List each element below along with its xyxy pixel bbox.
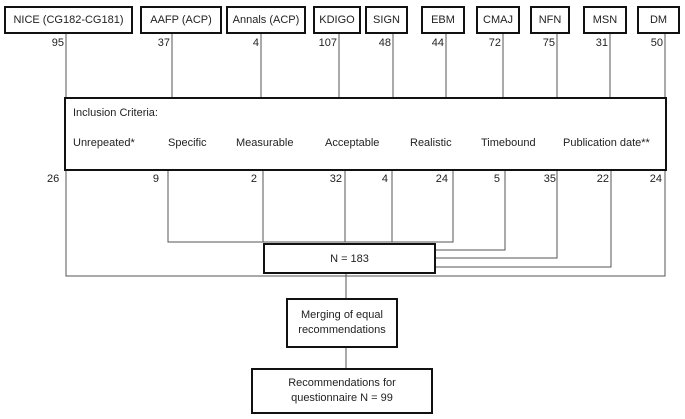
source-box-cmaj: CMAJ (476, 6, 520, 34)
retained-count: 32 (329, 173, 342, 185)
source-label: MSN (592, 14, 618, 26)
source-box-nice: NICE (CG182-CG181) (4, 6, 133, 34)
source-count: 48 (378, 37, 391, 49)
source-box-aafp: AAFP (ACP) (140, 6, 222, 34)
source-box-kdigo: KDIGO (313, 6, 361, 34)
criterion-acceptable: Acceptable (325, 137, 380, 149)
final-box: Recommendations for questionnaire N = 99 (251, 368, 433, 414)
source-label: CMAJ (483, 14, 513, 26)
source-box-msn: MSN (583, 6, 627, 34)
source-box-dm: DM (637, 6, 680, 34)
source-label: DM (649, 14, 668, 26)
source-box-annals: Annals (ACP) (226, 6, 306, 34)
merge-box: Merging of equal recommendations (286, 298, 398, 348)
criterion-specific: Specific (168, 137, 207, 149)
source-count: 72 (488, 37, 501, 49)
retained-count: 5 (493, 173, 500, 185)
inclusion-criteria-box: Inclusion Criteria: Unrepeated* Specific… (64, 97, 667, 171)
retained-count: 24 (435, 173, 448, 185)
retained-count: 24 (649, 173, 662, 185)
source-label: NICE (CG182-CG181) (13, 14, 124, 26)
criterion-publication-date: Publication date** (563, 137, 650, 149)
merge-label: Merging of equal recommendations (298, 309, 386, 336)
criteria-title: Inclusion Criteria: (73, 107, 158, 119)
retained-count: 4 (381, 173, 388, 185)
total-box: N = 183 (263, 243, 436, 274)
connector (436, 171, 558, 259)
source-count: 95 (51, 37, 64, 49)
source-label: KDIGO (319, 14, 355, 26)
criterion-realistic: Realistic (410, 137, 452, 149)
source-count: 4 (252, 37, 259, 49)
connector (167, 171, 350, 243)
retained-count: 2 (250, 173, 257, 185)
source-label: EBM (431, 14, 455, 26)
source-count: 44 (431, 37, 444, 49)
criterion-timebound: Timebound (481, 137, 536, 149)
total-label: N = 183 (330, 252, 369, 265)
source-label: AAFP (ACP) (150, 14, 212, 26)
source-label: NFN (538, 14, 562, 26)
criterion-unrepeated: Unrepeated* (73, 137, 135, 149)
source-box-sign: SIGN (365, 6, 408, 34)
retained-count: 35 (543, 173, 556, 185)
connector (436, 171, 506, 251)
connector (436, 171, 612, 268)
criterion-measurable: Measurable (236, 137, 294, 149)
retained-count: 26 (47, 173, 60, 185)
source-count: 75 (542, 37, 555, 49)
source-box-ebm: EBM (421, 6, 465, 34)
connector (350, 171, 454, 243)
retained-count: 9 (152, 173, 159, 185)
retained-count: 22 (596, 173, 609, 185)
connector (65, 171, 666, 277)
source-label: Annals (ACP) (232, 14, 300, 26)
source-box-nfn: NFN (530, 6, 570, 34)
final-label: Recommendations for questionnaire N = 99 (288, 377, 396, 404)
source-count: 107 (318, 37, 337, 49)
source-count: 31 (595, 37, 608, 49)
source-count: 37 (157, 37, 170, 49)
source-count: 50 (650, 37, 663, 49)
source-label: SIGN (373, 14, 400, 26)
